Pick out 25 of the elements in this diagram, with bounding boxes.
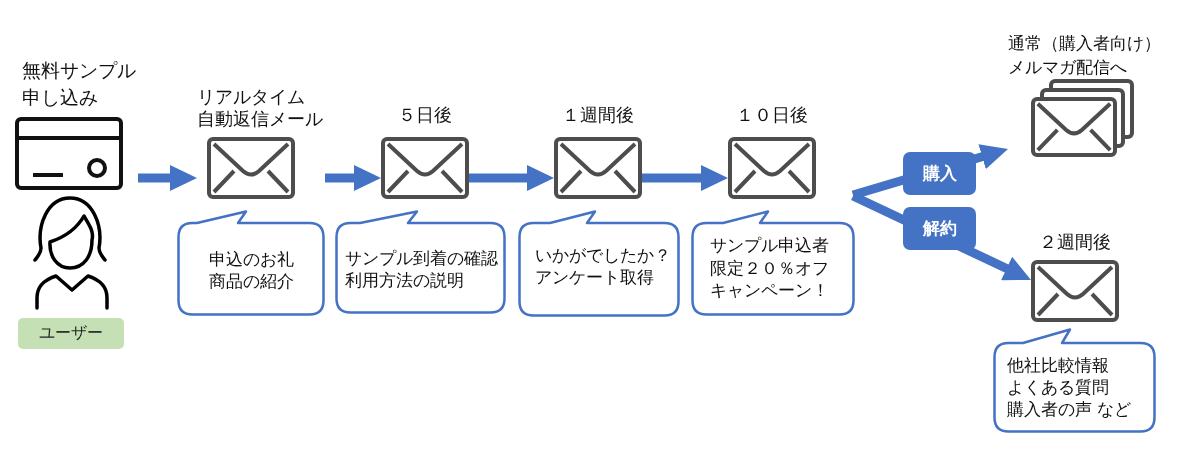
callout-text: サンプル申込者限定２０％オフキャンペーン！ (710, 234, 830, 302)
arrow (138, 165, 197, 191)
arrow (469, 165, 554, 191)
heading: １週間後 (562, 104, 634, 126)
heading: 無料サンプル申し込み (22, 58, 137, 110)
callout-text: 購入者の声 など (1007, 398, 1132, 420)
heading: ５日後 (398, 104, 452, 126)
callout-text: いかがでしたか？ (535, 244, 671, 266)
heading: ２週間後 (1039, 231, 1111, 253)
heading: リアルタイム (197, 86, 305, 108)
callout-text: アンケート取得 (535, 266, 654, 288)
heading: 自動返信メール (197, 108, 323, 130)
edge-label: 解約 (903, 207, 976, 250)
callout-text: 利用方法の説明 (345, 269, 464, 291)
label-tag: ユーザー (18, 318, 124, 349)
callout-text: 商品の紹介 (208, 270, 294, 292)
edge-label: 購入 (903, 152, 976, 195)
arrow (325, 165, 381, 191)
callout-text: 他社比較情報 (1007, 354, 1109, 376)
callout-text: 申込のお礼 (208, 248, 294, 270)
callout-text: よくある質問 (1007, 376, 1109, 398)
callout-text: サンプル到着の確認 (345, 247, 498, 269)
arrow (642, 165, 728, 191)
heading: 通常（購入者向け）メルマガ配信へ (1008, 32, 1162, 79)
heading: １０日後 (736, 104, 808, 126)
